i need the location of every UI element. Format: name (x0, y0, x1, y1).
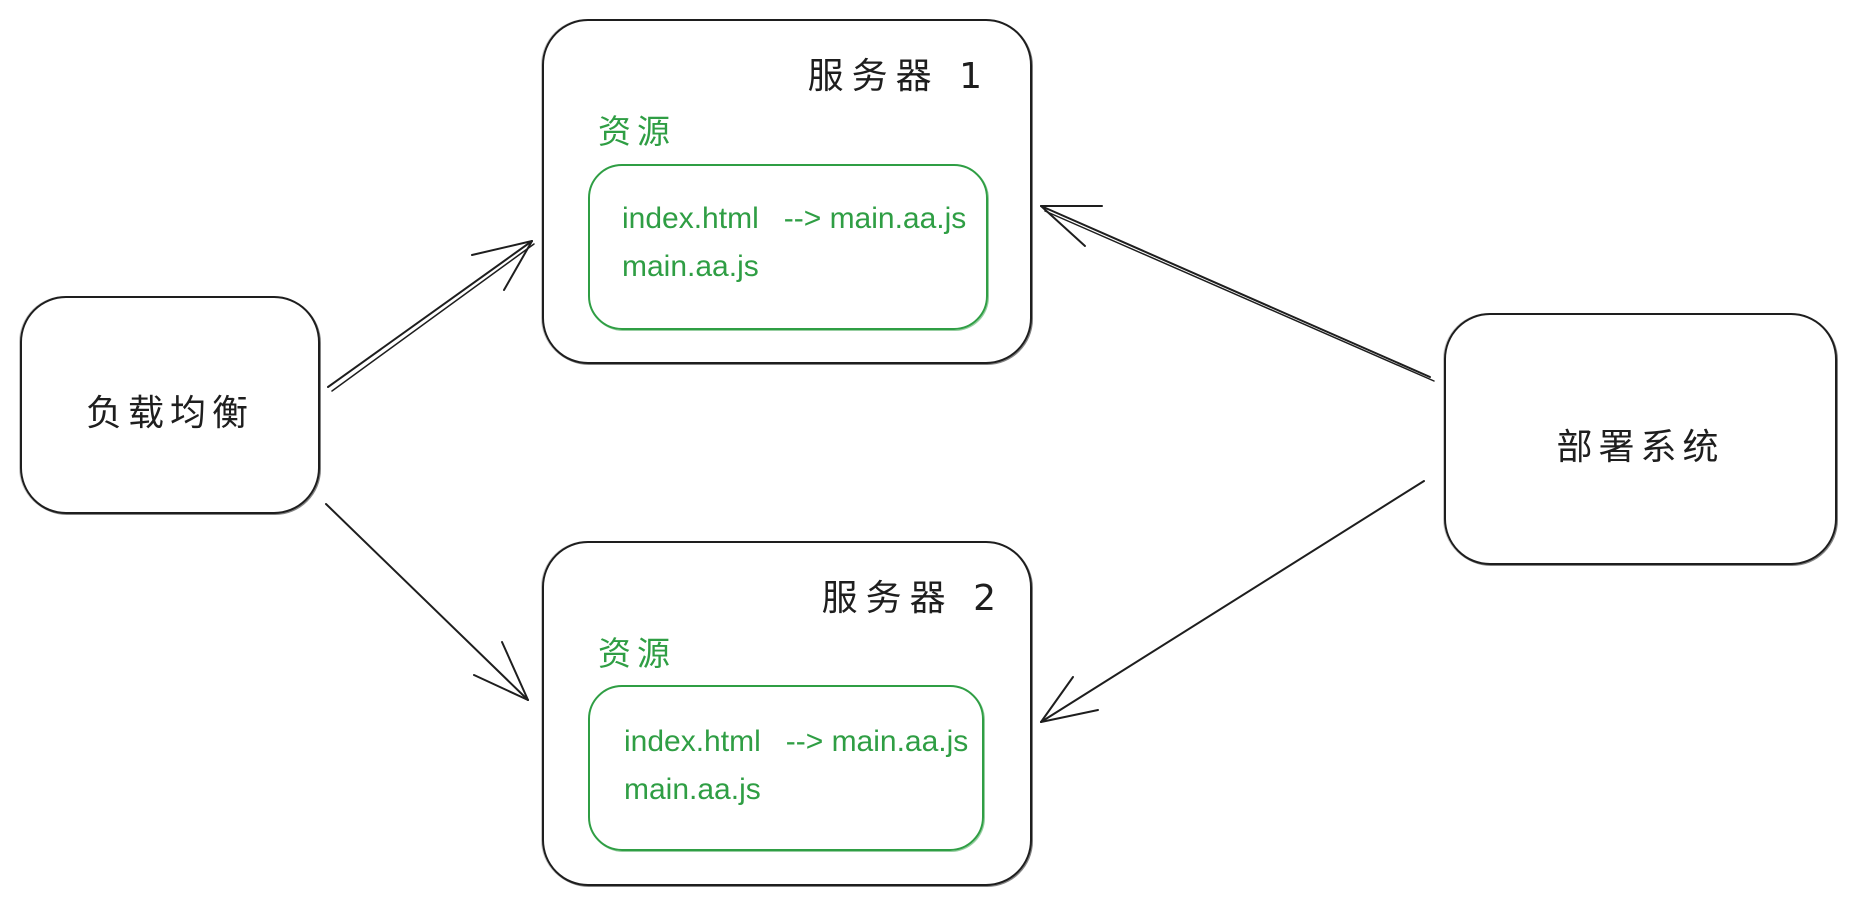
server-1-resource-line-2: main.aa.js (622, 250, 759, 283)
arrow-deploy-to-server-2 (1040, 480, 1425, 723)
server-2-resource-box: index.html --> main.aa.js main.aa.js (588, 685, 984, 851)
server-2-resource-line-1: index.html --> main.aa.js (624, 725, 969, 758)
server-2-title: 服务器 2 (821, 578, 1004, 619)
server-1-resource-line-1: index.html --> main.aa.js (622, 202, 967, 235)
load-balancer-node[interactable]: 负载均衡 (20, 296, 320, 514)
server-2-resource-label: 资源 (598, 634, 676, 673)
server-1-title: 服务器 1 (807, 56, 990, 97)
server-1-resource-box: index.html --> main.aa.js main.aa.js (588, 164, 988, 330)
server-1-resource-label: 资源 (598, 112, 676, 151)
arrow-lb-to-server-2 (325, 503, 529, 701)
arrow-lb-to-server-1 (327, 240, 535, 392)
server-2-resource-line-2: main.aa.js (624, 773, 761, 806)
load-balancer-label: 负载均衡 (85, 393, 254, 434)
server-1-node[interactable]: 服务器 1 资源 index.html --> main.aa.js main.… (542, 19, 1032, 364)
arrow-deploy-to-server-1 (1040, 205, 1435, 382)
deploy-system-label: 部署系统 (1556, 427, 1725, 468)
deploy-system-node[interactable]: 部署系统 (1444, 313, 1837, 565)
server-2-node[interactable]: 服务器 2 资源 index.html --> main.aa.js main.… (542, 541, 1032, 886)
